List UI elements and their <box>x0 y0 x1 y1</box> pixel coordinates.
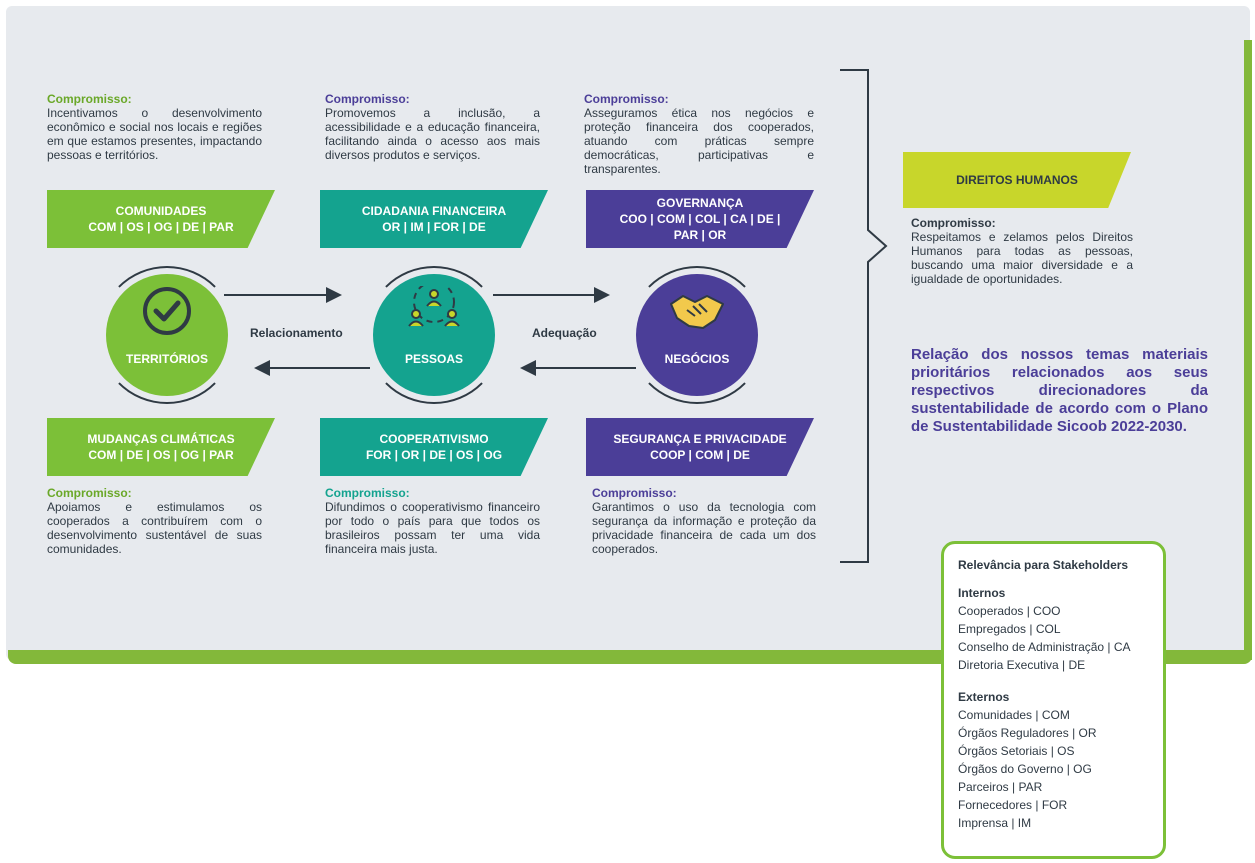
pessoas-label: PESSOAS <box>404 352 464 366</box>
banner-direitos-humanos: DIREITOS HUMANOS <box>903 152 1131 208</box>
commitment-label: Compromisso: <box>584 92 669 106</box>
commitment-mudancas: Compromisso: Apoiamos e estimulamos os c… <box>47 486 262 556</box>
banner-codes: OR | IM | FOR | DE <box>382 220 486 234</box>
commitment-label: Compromisso: <box>47 486 132 500</box>
externos-label: Externos <box>958 690 1010 704</box>
internos-label: Internos <box>958 586 1006 600</box>
commitment-text: Incentivamos o desenvolvimento econômico… <box>47 106 262 162</box>
banner-title: GOVERNANÇA <box>656 196 744 210</box>
banner-title: SEGURANÇA E PRIVACIDADE <box>613 432 787 446</box>
territorios-ring <box>98 266 236 404</box>
negocios-ring <box>628 266 766 404</box>
banner-codes-line2: PAR | OR <box>673 228 727 242</box>
commitment-label: Compromisso: <box>325 92 410 106</box>
commitment-comunidades: Compromisso: Incentivamos o desenvolvime… <box>47 92 262 162</box>
commitment-seguranca: Compromisso: Garantimos o uso da tecnolo… <box>592 486 816 556</box>
banner-cooperativismo: COOPERATIVISMO FOR | OR | DE | OS | OG <box>320 418 548 476</box>
negocios-label: NEGÓCIOS <box>664 352 730 366</box>
negocios-circle <box>636 274 758 396</box>
commitment-text: Garantimos o uso da tecnologia com segur… <box>592 500 816 556</box>
stakeholder-item: Órgãos Reguladores | OR <box>958 726 1097 740</box>
territorios-label: TERRITÓRIOS <box>125 352 208 366</box>
commitment-label: Compromisso: <box>911 216 996 230</box>
banner-codes: FOR | OR | DE | OS | OG <box>365 448 503 462</box>
commitment-text: Promovemos a inclusão, a acessibilidade … <box>325 106 540 162</box>
banner-comunidades: COMUNIDADES COM | OS | OG | DE | PAR <box>47 190 275 248</box>
banner-codes: COOP | COM | DE <box>650 448 750 462</box>
pessoas-ring <box>365 266 503 404</box>
right-brace <box>840 69 888 563</box>
commitment-cidadania: Compromisso: Promovemos a inclusão, a ac… <box>325 92 540 162</box>
banner-codes: COM | DE | OS | OG | PAR <box>88 448 234 462</box>
stakeholder-item: Imprensa | IM <box>958 816 1032 830</box>
commitment-text: Difundimos o cooperativismo financeiro p… <box>325 500 540 556</box>
banner-title: CIDADANIA FINANCEIRA <box>361 204 507 218</box>
stakeholders-box: Relevância para Stakeholders Internos Co… <box>941 541 1166 859</box>
stakeholder-item: Diretoria Executiva | DE <box>958 658 1086 672</box>
stakeholders-title: Relevância para Stakeholders <box>958 558 1129 572</box>
commitment-text: Apoiamos e estimulamos os cooperados a c… <box>47 500 262 556</box>
commitment-label: Compromisso: <box>325 486 410 500</box>
banner-codes: COM | OS | OG | DE | PAR <box>88 220 234 234</box>
stakeholder-item: Cooperados | COO <box>958 604 1061 618</box>
stakeholder-item: Conselho de Administração | CA <box>958 640 1131 654</box>
stakeholder-item: Fornecedores | FOR <box>958 798 1068 812</box>
banner-title: MUDANÇAS CLIMÁTICAS <box>87 432 235 446</box>
diagram-caption: Relação dos nossos temas materiais prior… <box>911 346 1208 435</box>
handshake-icon <box>670 295 724 329</box>
commitment-text: Asseguramos ética nos negócios e proteçã… <box>584 106 814 176</box>
stakeholder-item: Órgãos Setoriais | OS <box>958 744 1075 758</box>
banner-mudancas: MUDANÇAS CLIMÁTICAS COM | DE | OS | OG |… <box>47 418 275 476</box>
banner-title: COMUNIDADES <box>115 204 207 218</box>
panel-right-edge <box>1244 40 1252 660</box>
commitment-label: Compromisso: <box>592 486 677 500</box>
people-network-icon <box>408 286 460 327</box>
commitment-text: Respeitamos e zelamos pelos Direitos Hum… <box>911 230 1133 286</box>
stakeholder-item: Órgãos do Governo | OG <box>958 762 1092 776</box>
banner-title: COOPERATIVISMO <box>379 432 489 446</box>
check-circle-icon <box>143 287 191 335</box>
banner-cidadania: CIDADANIA FINANCEIRA OR | IM | FOR | DE <box>320 190 548 248</box>
stakeholder-item: Empregados | COL <box>958 622 1061 636</box>
banner-seguranca: SEGURANÇA E PRIVACIDADE COOP | COM | DE <box>586 418 814 476</box>
commitment-label: Compromisso: <box>47 92 132 106</box>
commitment-governanca: Compromisso: Asseguramos ética nos negóc… <box>584 92 814 176</box>
commitment-cooperativismo: Compromisso: Difundimos o cooperativismo… <box>325 486 540 556</box>
relacionamento-label: Relacionamento <box>250 326 343 340</box>
adequacao-label: Adequação <box>532 326 597 340</box>
banner-title: DIREITOS HUMANOS <box>956 173 1078 187</box>
stakeholder-item: Parceiros | PAR <box>958 780 1043 794</box>
banner-codes: COO | COM | COL | CA | DE | <box>619 212 781 226</box>
commitment-direitos: Compromisso: Respeitamos e zelamos pelos… <box>911 216 1133 286</box>
banner-governanca: GOVERNANÇA COO | COM | COL | CA | DE | P… <box>586 190 814 248</box>
stakeholder-item: Comunidades | COM <box>958 708 1070 722</box>
